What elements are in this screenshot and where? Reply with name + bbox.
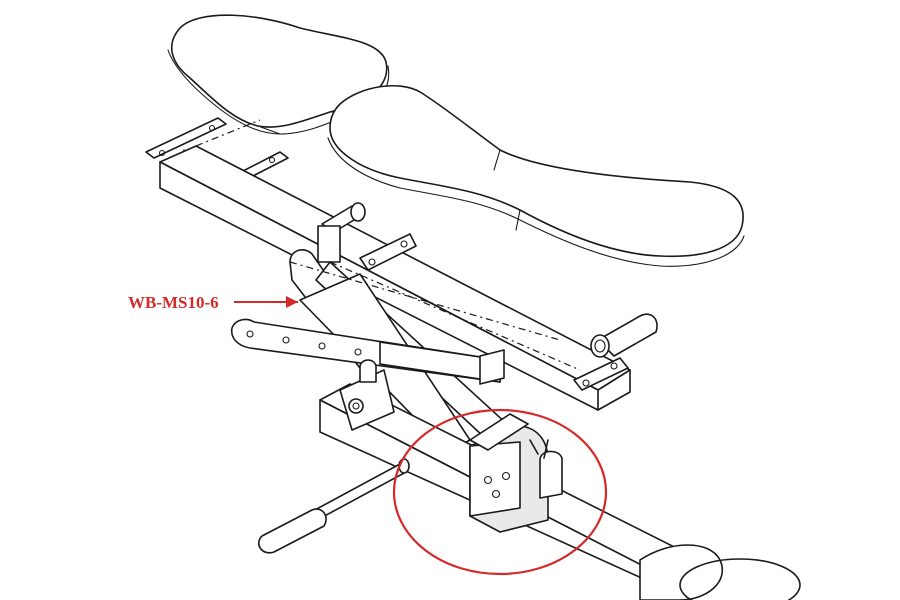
lock-bracket-detail [469, 413, 563, 533]
highlight-circle [392, 408, 608, 576]
lower-handle [258, 458, 410, 554]
callout-arrow [234, 296, 298, 308]
front-seat-pad [327, 85, 745, 267]
adjustment-bar [230, 318, 505, 385]
upper-frame-tube [159, 119, 631, 411]
pivot-pins [317, 202, 629, 391]
part-number-label: WB-MS10-6 [128, 293, 219, 312]
lower-pivot-bracket [339, 359, 395, 431]
rear-handle [590, 313, 658, 358]
